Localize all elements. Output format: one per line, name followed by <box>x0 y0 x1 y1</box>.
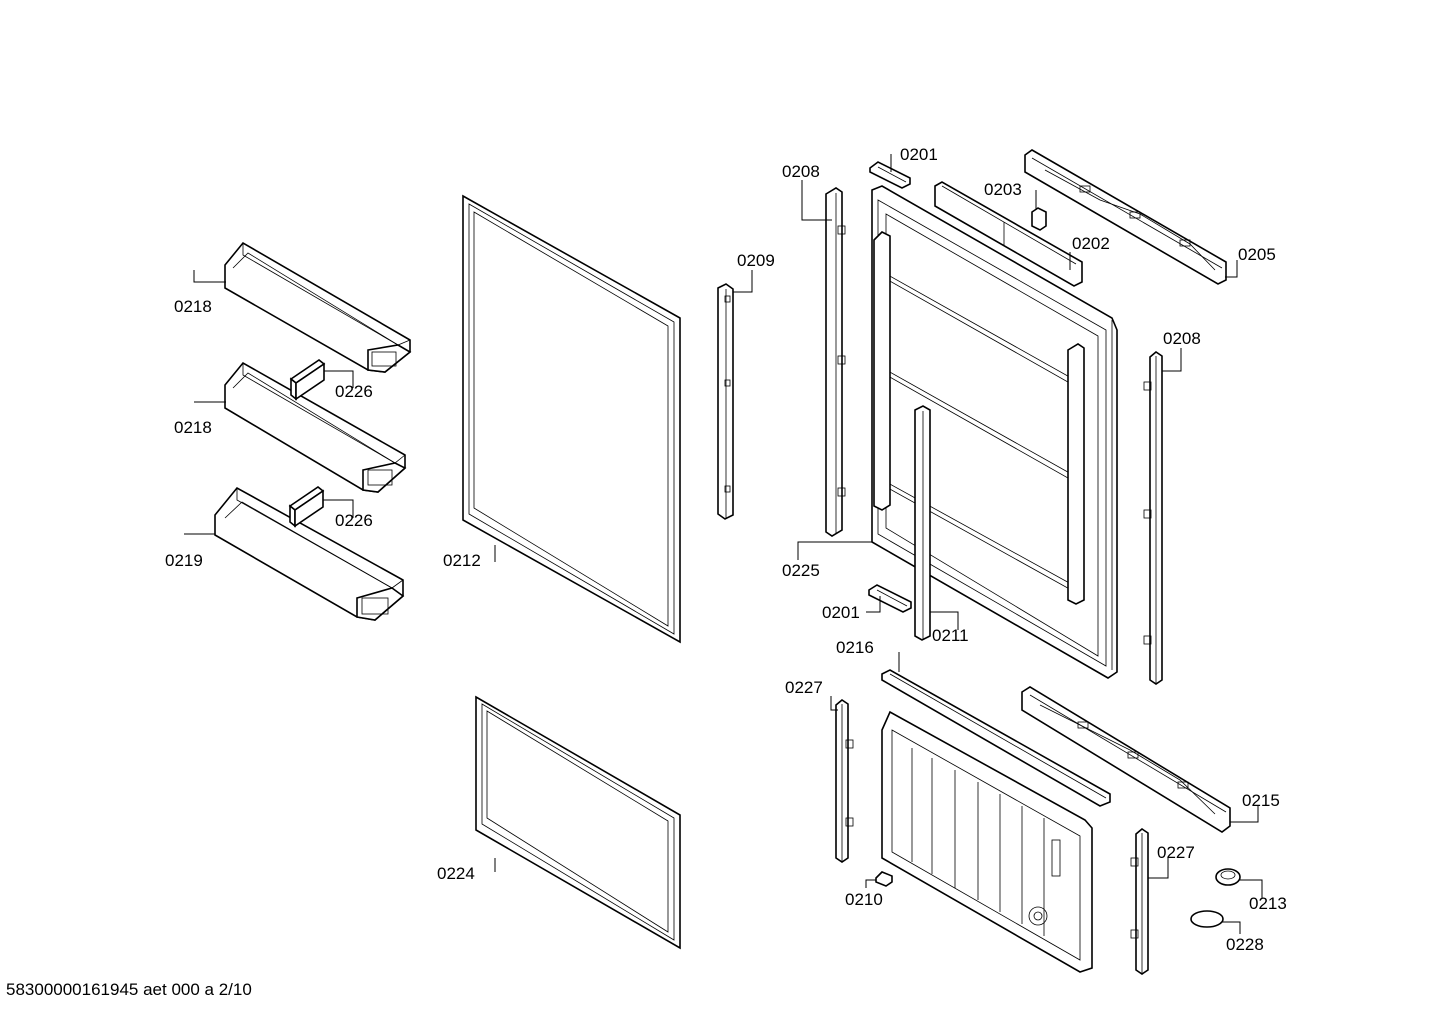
label-0218-lower: 0218 <box>174 418 212 437</box>
label-0225: 0225 <box>782 561 820 580</box>
small-clip-0203 <box>1031 207 1047 231</box>
label-0203: 0203 <box>984 180 1022 199</box>
part-labels: 0201 0208 0203 0202 0205 0209 0218 0226 … <box>165 145 1287 954</box>
shelf-clip-lower <box>288 486 325 528</box>
door-rail-left <box>825 187 846 537</box>
door-shelf-bottom <box>214 486 405 621</box>
label-0211: 0211 <box>932 626 969 645</box>
door-top-cap <box>934 181 1083 287</box>
hinge-cover-lower <box>868 584 912 613</box>
label-0219: 0219 <box>165 551 203 570</box>
label-0227-left: 0227 <box>785 678 823 697</box>
label-0208-left: 0208 <box>782 162 820 181</box>
label-0202: 0202 <box>1072 234 1110 253</box>
hinge-bracket-lower <box>1021 686 1231 833</box>
document-reference: 58300000161945 aet 000 a 2/10 <box>6 980 252 999</box>
freezer-door-gasket <box>475 695 681 950</box>
small-part-0210 <box>875 871 893 887</box>
shelf-clip-upper <box>289 359 326 401</box>
label-0209: 0209 <box>737 251 775 270</box>
hinge-cover-upper <box>869 161 911 189</box>
door-rail-right <box>1143 351 1163 685</box>
freezer-top-strip <box>881 669 1111 807</box>
knob-0213 <box>1215 868 1241 886</box>
door-shelf-middle <box>224 361 407 493</box>
cap-0228 <box>1190 910 1224 928</box>
label-0216: 0216 <box>836 638 874 657</box>
door-shelf-top <box>224 241 412 373</box>
hinge-bracket-upper <box>1024 149 1227 285</box>
door-strip-0209 <box>717 283 734 520</box>
label-0218-upper: 0218 <box>174 297 212 316</box>
center-mullion <box>914 405 931 641</box>
label-0227-right: 0227 <box>1157 843 1195 862</box>
label-0213: 0213 <box>1249 894 1287 913</box>
freezer-rail-right <box>1130 828 1149 975</box>
label-0226-lower: 0226 <box>335 511 373 530</box>
leader-lines <box>184 154 1263 934</box>
label-0212: 0212 <box>443 551 481 570</box>
label-0228: 0228 <box>1226 935 1264 954</box>
label-0201-lower: 0201 <box>822 603 860 622</box>
label-0205: 0205 <box>1238 245 1276 264</box>
label-0224: 0224 <box>437 864 475 883</box>
fridge-door-gasket <box>462 194 681 644</box>
label-0208-right: 0208 <box>1163 329 1201 348</box>
fridge-door-frame <box>871 185 1118 679</box>
freezer-door-frame <box>881 710 1093 973</box>
label-0201-upper: 0201 <box>900 145 938 164</box>
label-0210: 0210 <box>845 890 883 909</box>
label-0226-upper: 0226 <box>335 382 373 401</box>
label-0215: 0215 <box>1242 791 1280 810</box>
freezer-rail-left <box>835 699 854 863</box>
